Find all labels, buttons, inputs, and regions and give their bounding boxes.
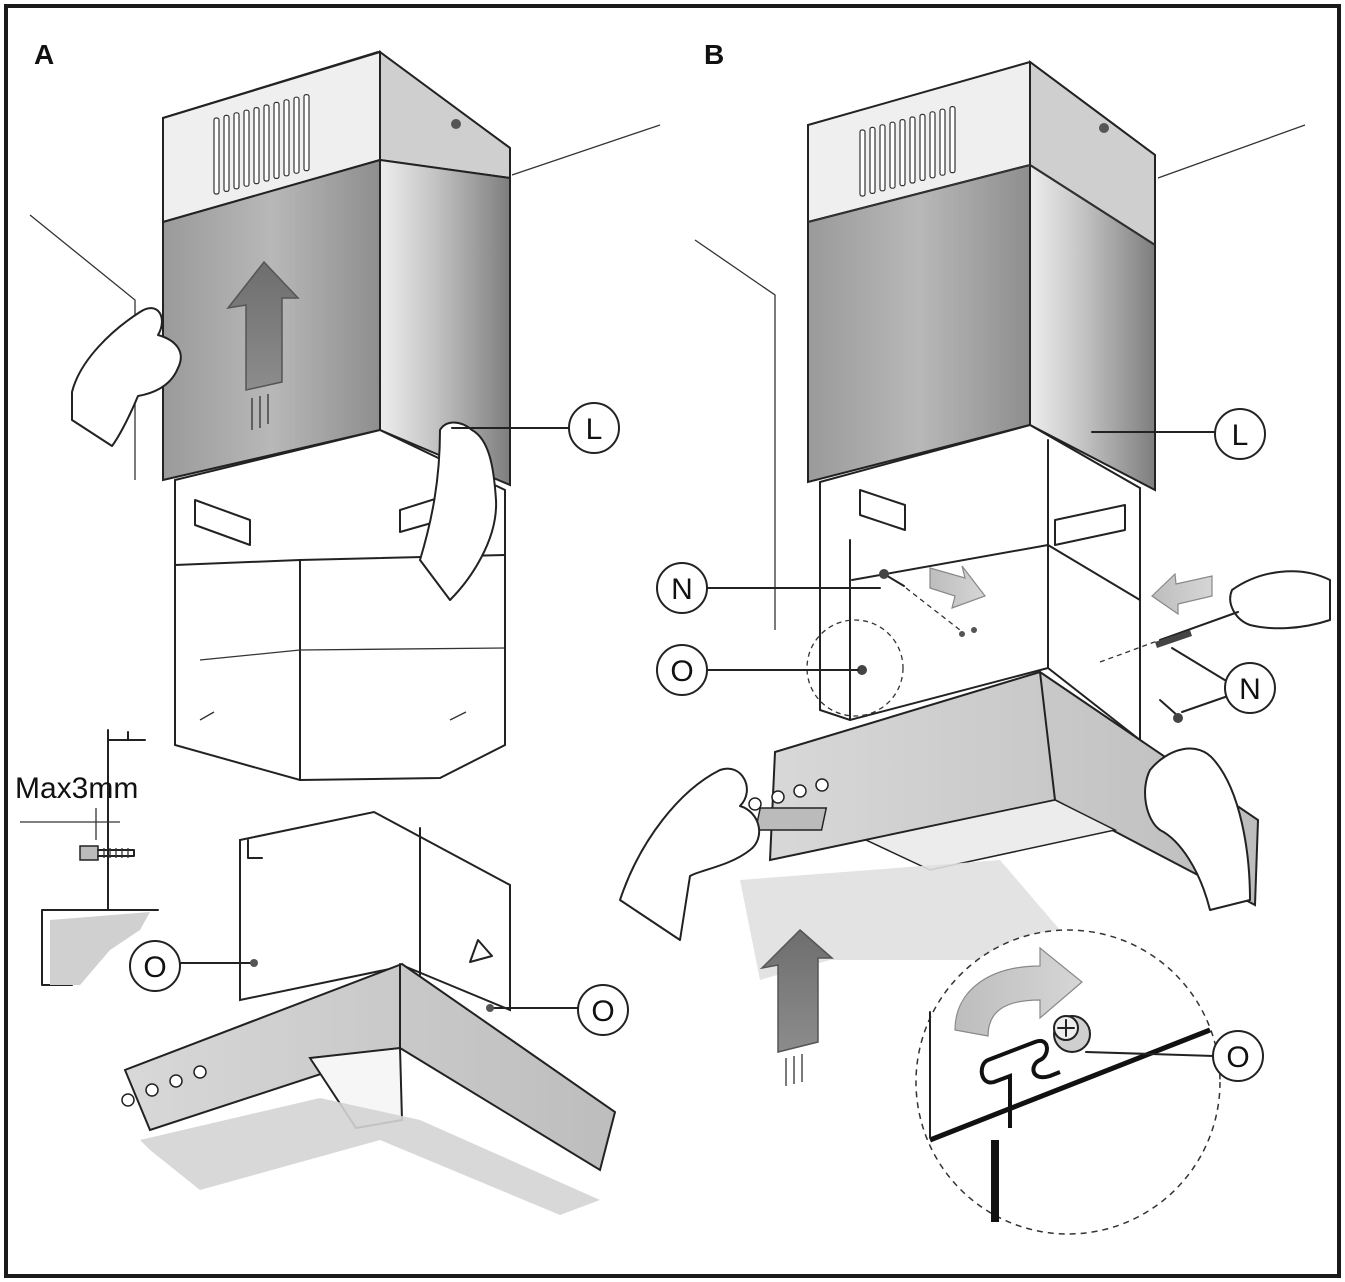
vent-slot — [919, 113, 926, 182]
callout-b-l-label: L — [1232, 419, 1249, 452]
vent-slot — [899, 118, 906, 187]
vent-slot — [293, 96, 300, 174]
screw-icon — [79, 845, 135, 861]
panel-a-hood-frame — [121, 810, 617, 1215]
callout-b-o-left: O — [656, 644, 859, 696]
screw-icon — [879, 569, 1183, 723]
vent-slot — [929, 111, 936, 179]
callout-b-n-right-label: N — [1239, 673, 1261, 706]
callout-a-o-left-label: O — [143, 951, 166, 984]
detail-marker-circle — [806, 619, 904, 717]
panel-a-chimney-assembly — [29, 50, 661, 782]
screw-hole — [451, 119, 461, 129]
panel-b-chimney-assembly — [619, 60, 1331, 1086]
callout-b-o-zoom-label: O — [1226, 1041, 1249, 1074]
callout-a-l-label: L — [586, 413, 603, 446]
vent-slot — [303, 93, 310, 172]
max-gap-label: Max3mm — [15, 772, 138, 805]
callout-b-l: L — [1091, 408, 1266, 460]
callout-b-n-left-label: N — [671, 573, 693, 606]
callout-a-o-right-label: O — [591, 995, 614, 1028]
vent-slot — [909, 116, 916, 184]
vent-slot — [939, 108, 946, 176]
callout-a-o-right: O — [486, 984, 629, 1036]
vent-slot — [889, 121, 896, 189]
vent-slot — [213, 117, 220, 195]
curved-arrow-icon — [954, 946, 1083, 1037]
arrow-up-icon — [226, 260, 300, 430]
vent-slot — [869, 126, 876, 195]
callout-a-l: L — [451, 402, 620, 454]
vent-slot — [273, 101, 280, 180]
arrow-left-icon — [1151, 572, 1213, 616]
hook-zoom-detail — [915, 929, 1221, 1235]
vent-slot — [233, 112, 240, 190]
vent-slots — [213, 93, 310, 195]
vent-slot — [949, 105, 956, 174]
arrow-right-icon — [929, 565, 986, 609]
control-buttons — [748, 778, 829, 811]
callout-a-o-left: O — [129, 940, 258, 992]
vent-slot — [223, 114, 230, 193]
vent-slot — [263, 104, 270, 182]
callout-b-n-right: N — [1171, 647, 1276, 714]
vent-slots — [859, 105, 956, 197]
max-gap-detail: Max3mm — [15, 729, 159, 986]
panel-a-label: A — [34, 39, 54, 70]
hand-icon — [619, 570, 1331, 941]
vent-slot — [243, 109, 250, 187]
vent-slot — [879, 124, 886, 192]
arrow-up-icon — [759, 928, 834, 1086]
panel-b-label: B — [704, 39, 724, 70]
control-buttons — [121, 1065, 207, 1107]
callout-b-n-left: N — [656, 562, 881, 614]
vent-slot — [859, 129, 866, 197]
vent-slot — [283, 99, 290, 177]
callout-b-o-left-label: O — [670, 655, 693, 688]
vent-slot — [253, 106, 260, 185]
screwdriver-icon — [1155, 611, 1239, 648]
callout-b-o-zoom: O — [1212, 1030, 1264, 1082]
screw-icon — [1053, 1015, 1091, 1053]
